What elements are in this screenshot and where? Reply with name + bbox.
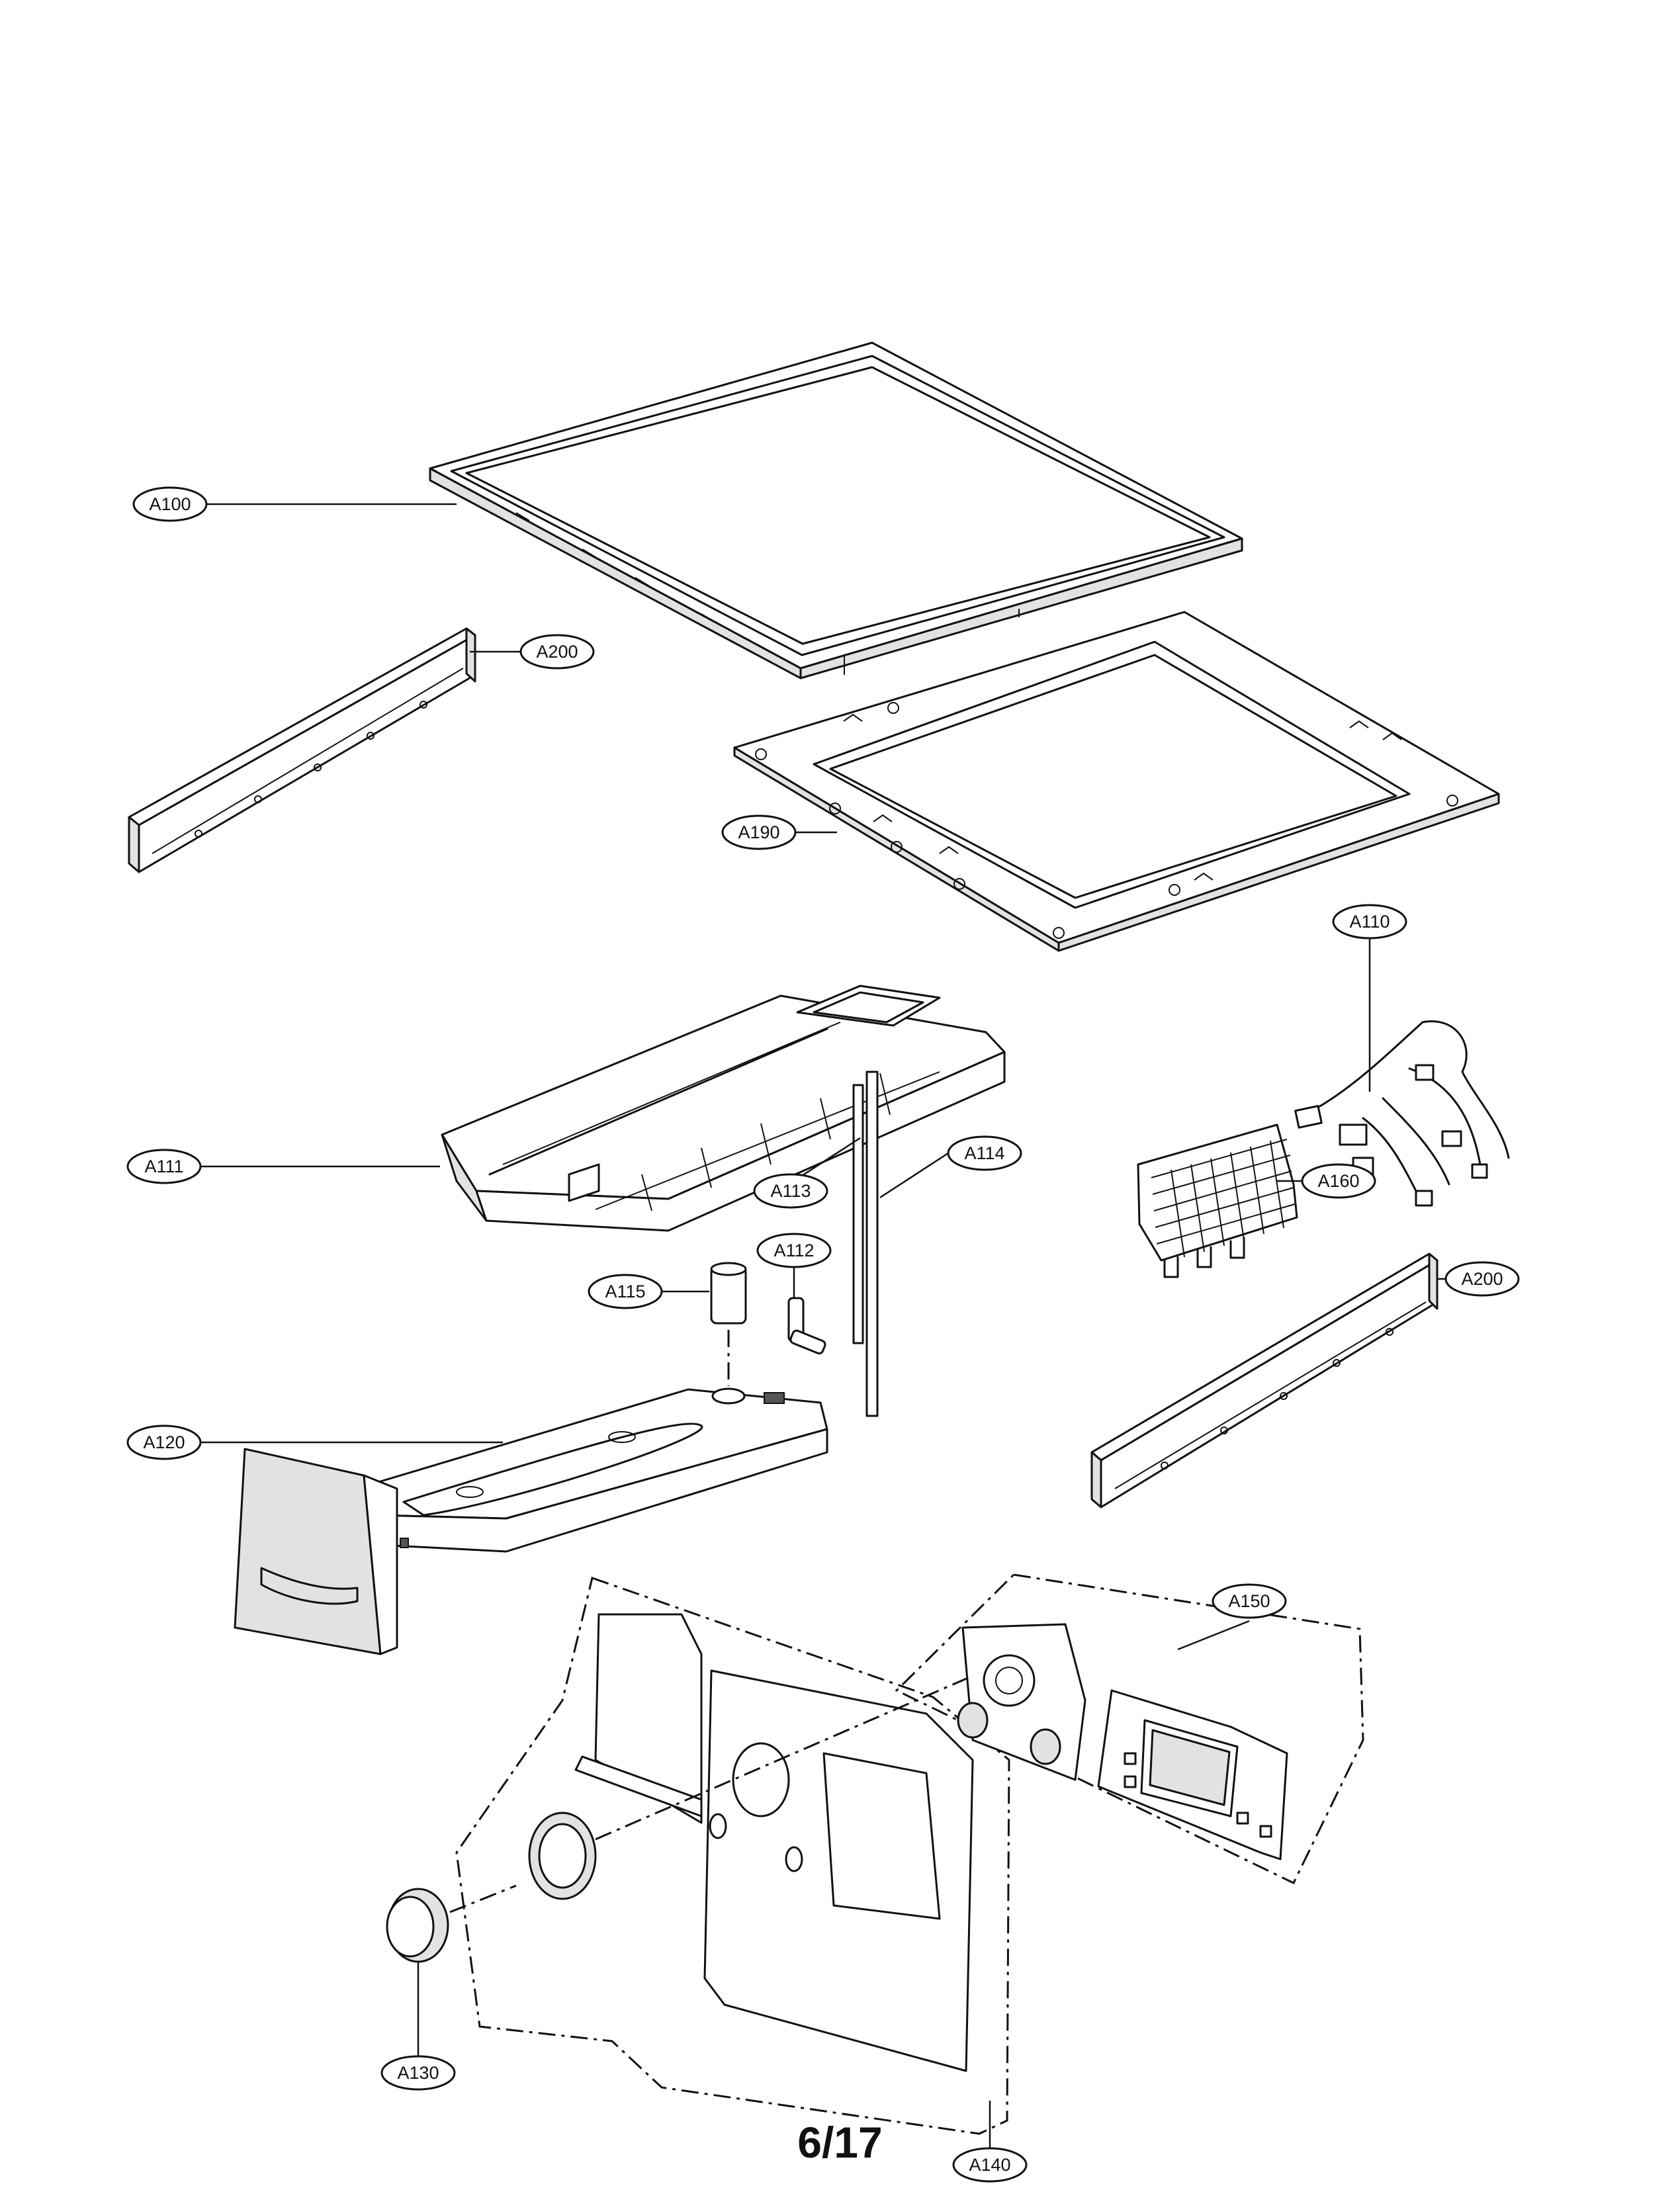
svg-text:A200: A200 bbox=[1461, 1269, 1503, 1289]
callout-a140: A140 bbox=[952, 2147, 1028, 2183]
part-dispenser-housing bbox=[441, 985, 1006, 1232]
callout-a100: A100 bbox=[132, 486, 208, 522]
callout-a150: A150 bbox=[1212, 1583, 1287, 1619]
part-control-pcb bbox=[895, 1573, 1364, 1885]
svg-text:A110: A110 bbox=[1349, 912, 1390, 932]
svg-text:A190: A190 bbox=[738, 822, 779, 842]
page-number: 6/17 bbox=[797, 2118, 883, 2167]
part-wire-harness bbox=[1294, 1020, 1510, 1207]
callout-a160: A160 bbox=[1301, 1163, 1376, 1199]
callout-a200-right: A200 bbox=[1444, 1261, 1520, 1297]
svg-text:A115: A115 bbox=[605, 1282, 645, 1301]
part-side-rail-right bbox=[1090, 1252, 1438, 1509]
callout-a130: A130 bbox=[380, 2055, 456, 2091]
callout-a190: A190 bbox=[721, 814, 797, 850]
svg-text:A100: A100 bbox=[149, 494, 191, 514]
svg-text:A111: A111 bbox=[144, 1157, 183, 1176]
callout-a114: A114 bbox=[947, 1135, 1022, 1171]
part-cap-and-elbow bbox=[710, 1262, 826, 1386]
callout-a200-left: A200 bbox=[519, 634, 595, 670]
leader-lines bbox=[200, 503, 1446, 2148]
svg-text:A140: A140 bbox=[969, 2155, 1010, 2175]
svg-text:A112: A112 bbox=[774, 1241, 814, 1260]
svg-text:A120: A120 bbox=[143, 1432, 185, 1452]
part-frame-gasket bbox=[733, 611, 1500, 952]
callout-a110: A110 bbox=[1332, 904, 1407, 940]
svg-text:A130: A130 bbox=[397, 2063, 439, 2083]
svg-text:A150: A150 bbox=[1228, 1591, 1270, 1611]
callout-a112: A112 bbox=[756, 1233, 832, 1268]
part-detergent-drawer bbox=[234, 1387, 828, 1655]
part-control-panel bbox=[386, 1577, 1010, 2135]
part-pcb-bracket bbox=[1137, 1123, 1298, 1278]
part-side-rail-left bbox=[128, 627, 476, 873]
callout-a120: A120 bbox=[126, 1424, 202, 1460]
callout-a113: A113 bbox=[753, 1173, 828, 1209]
callout-a115: A115 bbox=[588, 1274, 663, 1309]
svg-text:A113: A113 bbox=[770, 1181, 811, 1201]
part-hoses bbox=[852, 1071, 879, 1417]
svg-text:A160: A160 bbox=[1317, 1171, 1359, 1191]
svg-text:A200: A200 bbox=[536, 642, 578, 662]
svg-text:A114: A114 bbox=[964, 1143, 1004, 1163]
part-top-plate bbox=[429, 341, 1243, 679]
callout-a111: A111 bbox=[126, 1149, 202, 1184]
